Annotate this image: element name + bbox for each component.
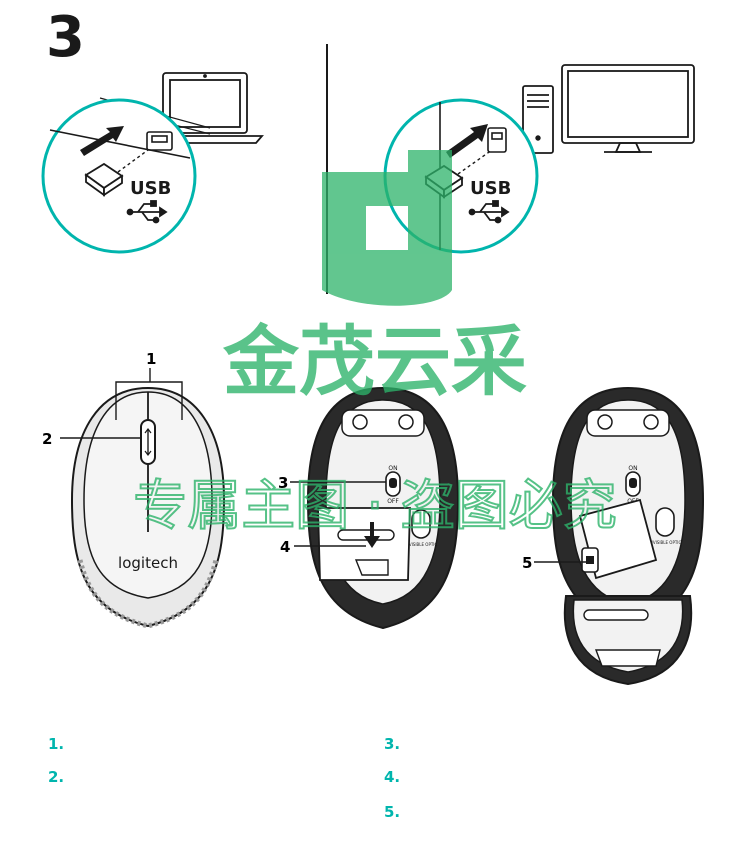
callout-4: 4 (280, 538, 290, 556)
monitor-illustration (561, 64, 695, 153)
legend-item-3: 3. (384, 735, 406, 753)
step-number: 3 (46, 5, 85, 70)
insert-arrow-icon (80, 126, 124, 156)
callout-1: 1 (146, 350, 156, 368)
usb-label: USB (130, 178, 171, 199)
slide-down-arrow-icon (364, 522, 380, 548)
usb-symbol-icon (468, 200, 510, 224)
callout-5: 5 (522, 554, 532, 572)
sensor-label: INVISIBLE OPTIC (649, 540, 682, 545)
insert-arrow-icon (446, 124, 488, 158)
switch-off-label: OFF (387, 498, 399, 505)
mouse-bottom-view: ON OFF INVISIBLE OPTIC (306, 386, 460, 630)
dashed-guide-line (117, 149, 149, 173)
zoom-circle-desktop (383, 98, 539, 254)
callout-2: 2 (42, 430, 52, 448)
brand-logo: logitech (118, 554, 178, 572)
legend-item-1: 1. (48, 735, 70, 753)
legend-item-5: 5. (384, 803, 406, 821)
switch-on-label: ON (388, 465, 397, 472)
legend-number: 2. (48, 768, 65, 786)
callout-3: 3 (278, 474, 288, 492)
mouse-battery-view: ON OFF INVISIBLE OPTIC (551, 386, 705, 686)
callout-lines-3-4 (290, 481, 386, 547)
usb-receiver-icon (84, 162, 124, 197)
legend-number: 3. (384, 735, 401, 753)
legend-number: 1. (48, 735, 65, 753)
legend-item-2: 2. (48, 768, 70, 786)
mouse-top-view: logitech (70, 386, 226, 629)
callout-lines-1-2 (60, 368, 183, 439)
usb-label: USB (470, 178, 511, 199)
legend-number: 4. (384, 768, 401, 786)
sensor-label: INVISIBLE OPTIC (405, 542, 438, 547)
usb-port-laptop (49, 129, 191, 159)
switch-on-label: ON (628, 465, 637, 472)
section-divider (326, 44, 328, 294)
legend-item-4: 4. (384, 768, 406, 786)
legend-number: 5. (384, 803, 401, 821)
usb-symbol-icon (126, 200, 168, 224)
dashed-guide-line (457, 149, 493, 175)
desktop-tower-illustration (522, 85, 554, 154)
